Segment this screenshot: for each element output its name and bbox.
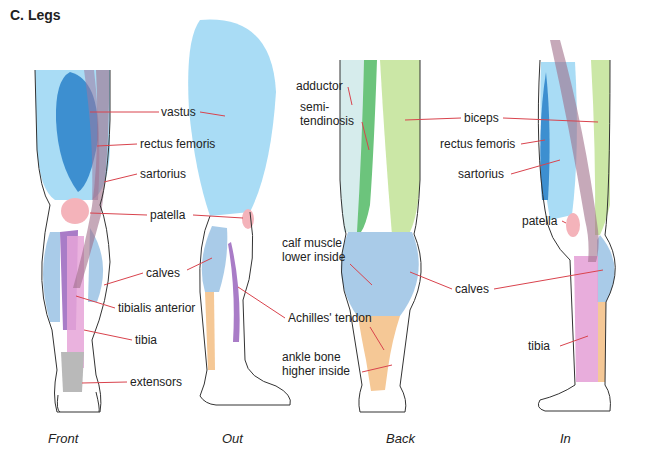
leg-outline	[200, 212, 291, 405]
part-label: rectus femoris	[140, 137, 215, 151]
leader-line	[90, 112, 159, 113]
part-label: calves	[455, 282, 489, 296]
leader-line	[104, 174, 137, 182]
leader-line	[238, 287, 285, 318]
leader-line	[494, 270, 603, 289]
biceps-muscle	[380, 60, 420, 235]
part-label: calves	[146, 266, 180, 280]
leader-line	[370, 327, 384, 350]
leader-line	[84, 330, 132, 340]
leader-line	[200, 112, 225, 116]
part-label: patella	[522, 214, 557, 228]
part-label: tibia	[135, 333, 157, 347]
calf-muscle	[597, 235, 615, 302]
leader-line	[104, 273, 143, 285]
leg-outline	[340, 60, 421, 412]
extensor-tendons	[61, 352, 84, 392]
patella-bone	[566, 213, 580, 237]
part-label: semi- tendinosis	[300, 100, 360, 128]
figure-title: C. Legs	[10, 7, 61, 23]
part-label: ankle bone higher inside	[282, 350, 362, 378]
leader-line	[348, 87, 352, 105]
leader-line	[410, 272, 452, 289]
part-label: vastus	[161, 105, 196, 119]
calf-muscle	[202, 226, 228, 292]
leader-lines	[76, 87, 603, 383]
leader-line	[350, 264, 372, 285]
achilles-tendon	[228, 242, 240, 342]
part-label: tibia	[528, 339, 550, 353]
leader-line	[76, 296, 115, 308]
vastus-muscle	[188, 20, 276, 216]
part-label: rectus femoris	[440, 137, 515, 151]
tibia-bone	[205, 292, 215, 370]
leader-line	[97, 144, 137, 146]
part-label: sartorius	[140, 167, 186, 181]
leader-line	[560, 336, 588, 346]
sartorius-muscle	[73, 70, 109, 288]
leader-line	[521, 140, 545, 144]
back-leg	[340, 60, 421, 412]
leader-line	[511, 160, 560, 174]
part-label: adductor	[296, 79, 343, 93]
leader-line	[405, 118, 461, 120]
part-label: patella	[150, 208, 185, 222]
leader-line	[362, 122, 369, 150]
part-label: sartorius	[458, 167, 504, 181]
leader-line	[82, 382, 127, 383]
leader-line	[362, 365, 392, 372]
leg-outline	[538, 60, 615, 411]
semitendinosis-muscle	[357, 60, 377, 232]
part-label: extensors	[130, 375, 182, 389]
part-label: biceps	[464, 111, 499, 125]
view-caption: In	[560, 432, 571, 446]
leader-line	[187, 258, 212, 270]
sartorius-muscle	[550, 40, 599, 262]
outer-leg	[188, 20, 290, 405]
leader-line	[562, 221, 566, 223]
part-label: calf muscle lower inside	[282, 236, 362, 264]
leader-line	[90, 213, 147, 215]
leg-outline	[35, 70, 110, 412]
view-caption: Back	[386, 432, 415, 446]
achilles-tendon	[358, 316, 400, 391]
part-label: tibialis anterior	[118, 301, 195, 315]
calf-muscle	[341, 232, 419, 316]
foot-outline	[57, 392, 99, 412]
tibia-bone	[67, 236, 84, 368]
view-caption: Out	[222, 432, 243, 446]
patella-bone	[61, 198, 89, 224]
view-caption: Front	[48, 432, 78, 446]
leader-line	[503, 118, 598, 122]
front-leg	[35, 70, 110, 412]
leader-line	[193, 215, 243, 218]
part-label: Achilles' tendon	[288, 311, 372, 325]
